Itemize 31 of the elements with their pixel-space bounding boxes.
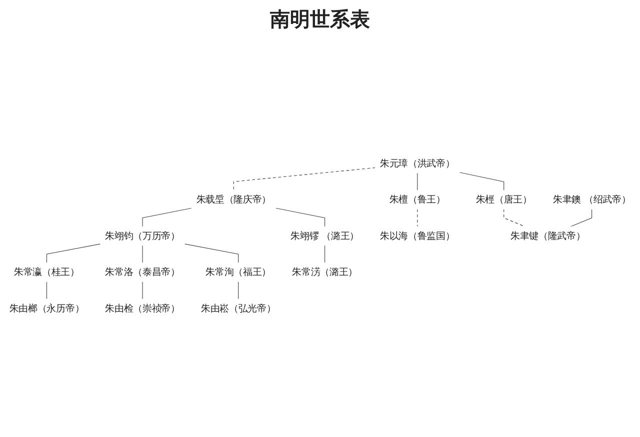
- node-text: 朱由崧（弘光帝）: [200, 302, 276, 314]
- connector: [504, 208, 526, 227]
- node-text: 朱元璋（洪武帝）: [380, 158, 455, 169]
- node-text: 朱载垕（隆庆帝）: [196, 194, 272, 206]
- node-text: 朱由检（崇祯帝）: [105, 302, 180, 314]
- node-text: 朱聿鐭 （绍武帝）: [552, 194, 631, 206]
- title: 南明世系表: [270, 6, 370, 33]
- connector: [46, 244, 101, 264]
- node-text: 朱常瀛（桂王）: [14, 266, 80, 278]
- connector: [142, 208, 192, 227]
- connector: [324, 245, 326, 264]
- node-text: 朱翊镠 （潞王）: [290, 230, 359, 242]
- connector: [459, 172, 504, 191]
- connector: [417, 172, 418, 191]
- node-text: 朱常洵（福王）: [206, 266, 272, 278]
- connector: [570, 208, 592, 227]
- connector: [142, 245, 143, 264]
- node-text: 朱常洛（泰昌帝）: [105, 266, 180, 278]
- connector: [233, 167, 376, 191]
- node-text: 朱以海（鲁监国）: [380, 230, 455, 242]
- node-text: 朱由榔（永历帝）: [9, 302, 84, 314]
- connector: [184, 244, 239, 264]
- connector: [275, 208, 326, 227]
- connector: [46, 281, 48, 300]
- node-text: 朱翊钧（万历帝）: [105, 230, 180, 242]
- node-text: 朱常淓（潞王）: [292, 266, 358, 278]
- node-text: 朱檀（鲁王）: [389, 194, 446, 206]
- connector: [142, 281, 143, 300]
- node-text: 朱桱（唐王）: [476, 194, 532, 206]
- node-text: 朱聿键（隆武帝）: [510, 230, 586, 242]
- connector: [238, 281, 239, 300]
